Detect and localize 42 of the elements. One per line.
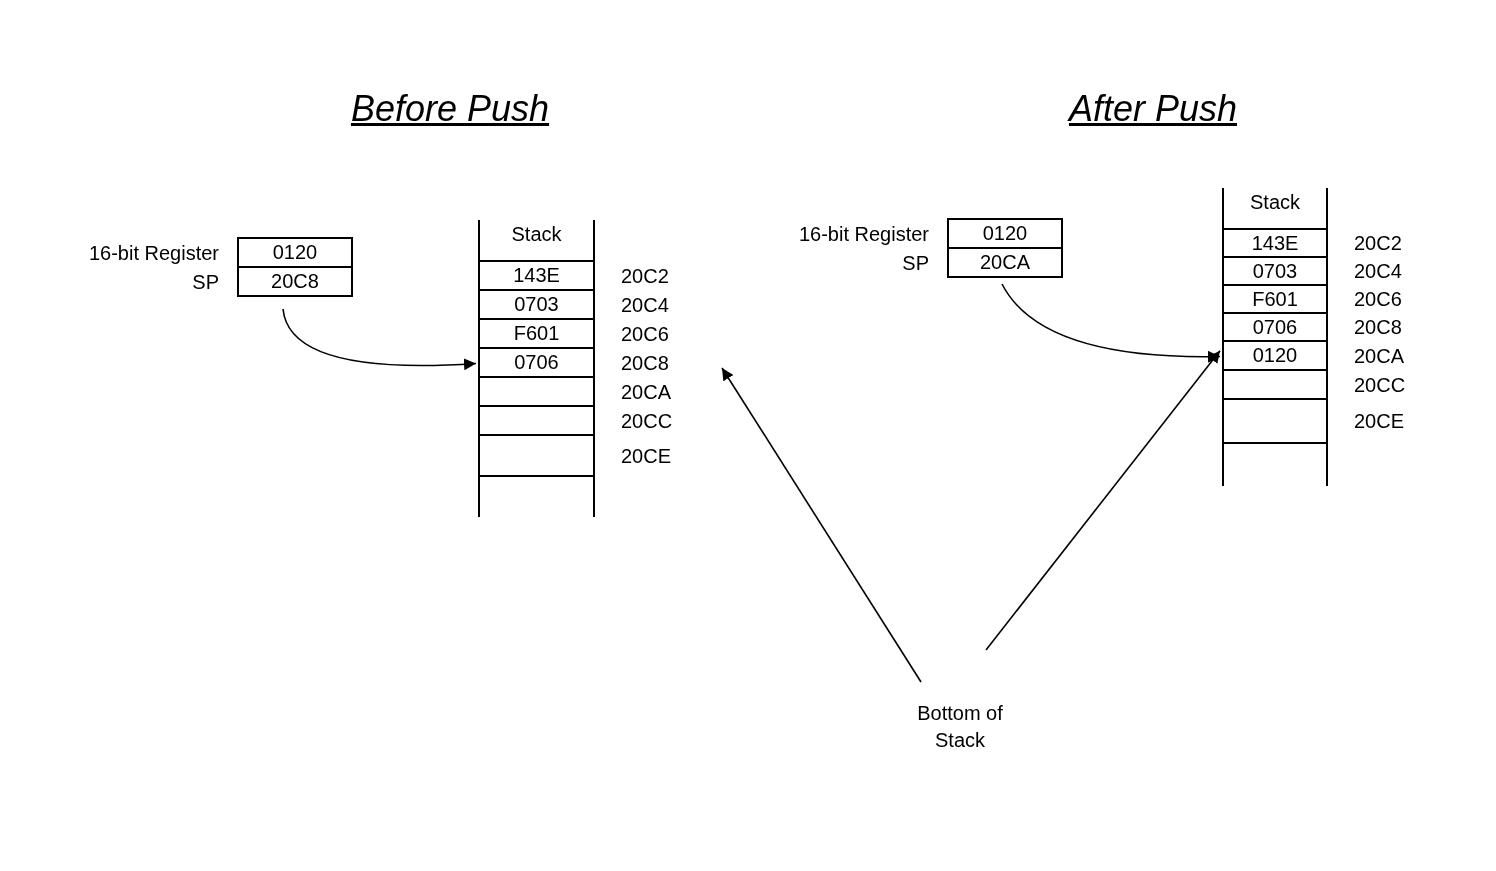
address-label: 20C2 [1354,231,1402,255]
address-label: 20CA [621,380,672,403]
arrow [282,308,477,371]
address-label: 20C4 [1354,259,1402,283]
address-label: 20C8 [621,351,669,374]
arrow [985,349,1221,651]
register-name: SP [902,251,929,274]
address-label: 20CE [1354,409,1405,433]
panel-heading: After Push [1068,88,1238,129]
arrow [721,367,922,683]
cell-value: F601 [1252,287,1298,311]
cell-value: 20CA [980,251,1030,274]
register-name: SP [192,270,219,293]
cell-value: 0120 [272,241,318,264]
stack-heading: Stack [1249,191,1301,214]
register-name: 16-bit Register [88,241,219,264]
cell-value: 0706 [514,351,559,374]
address-label: 20CA [1354,344,1405,367]
cell-value: 143E [513,264,560,287]
cell-value: 0703 [514,293,559,316]
cell-value: F601 [513,322,560,345]
address-label: 20C4 [621,293,669,316]
panel-heading: Before Push [350,88,550,129]
stack-bottom-section [478,477,595,517]
cell-value: 0120 [982,222,1028,245]
stack-bottom-section [1222,444,1328,486]
cell-value: 20C8 [271,270,319,293]
address-label: 20CE [621,444,672,467]
address-label: 20CC [621,409,673,432]
address-label: 20C6 [1354,287,1402,311]
address-label: 20C2 [621,264,669,287]
cell-value: 0703 [1252,259,1298,283]
cell-value: 0706 [1252,315,1298,339]
address-label: 20C6 [621,322,669,345]
stack-heading: Stack [510,223,563,246]
cell-value: 0120 [1252,344,1298,367]
address-label: 20CC [1354,373,1406,396]
cell-value: 143E [1251,231,1299,255]
address-label: 20C8 [1354,315,1402,339]
register-name: 16-bit Register [798,222,929,245]
callout-text: Bottom of Stack [895,700,1025,760]
arrow [1001,283,1221,363]
